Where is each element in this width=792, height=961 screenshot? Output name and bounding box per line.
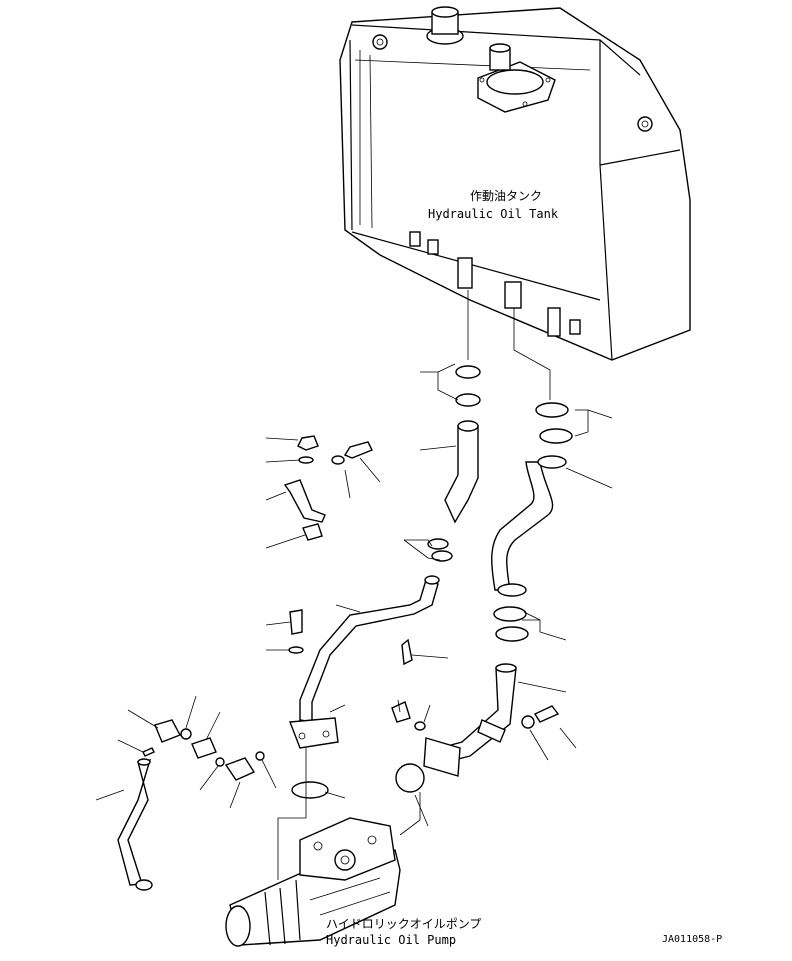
o-ring [414, 721, 426, 731]
suction-pipe [288, 575, 440, 749]
o-ring-pump-inlet [291, 781, 329, 799]
pump-label-jp: ハイドロリックオイルポンプ [326, 917, 481, 931]
pump-label-en: Hydraulic Oil Pump [326, 933, 456, 947]
hose-clamp [455, 393, 481, 407]
nut [297, 435, 319, 451]
washer [288, 646, 304, 654]
bolt [289, 609, 303, 635]
small-hose [444, 425, 479, 524]
filter-cover [477, 43, 556, 113]
u-clamp [401, 638, 413, 666]
hose-clamp [535, 402, 569, 418]
bracket [283, 479, 326, 523]
bolt [391, 701, 411, 723]
washer [521, 715, 535, 729]
elbow-fitting [224, 757, 256, 781]
pipe-flange [289, 717, 339, 749]
o-ring-pump-outlet [395, 763, 425, 793]
hydraulic-oil-pump: ハイドロリックオイルポンプ Hydraulic Oil Pump [225, 817, 481, 947]
filler-cap [426, 6, 464, 45]
o-ring [255, 751, 265, 761]
bracket-hardware [283, 435, 373, 541]
drain-hose [117, 759, 151, 886]
lower-return-pipe [391, 663, 560, 777]
tank-bottom-ports [409, 231, 581, 337]
callout-leaders [95, 363, 613, 827]
hose-clamp [495, 626, 529, 642]
pipe-flange [423, 737, 461, 777]
washer [331, 455, 345, 465]
o-ring [180, 728, 192, 740]
hose-clamp [539, 428, 573, 444]
clip [302, 523, 323, 541]
lifting-eye-left [372, 34, 388, 50]
small-hose-group [427, 365, 481, 562]
hose-joint [477, 719, 506, 743]
tank-label-jp: 作動油タンク [470, 189, 542, 203]
lifting-eye-right [637, 116, 653, 132]
hose-clamp [431, 550, 453, 562]
adapter [191, 737, 217, 759]
elbow-fitting [154, 719, 181, 743]
hose-clamp [455, 365, 481, 379]
bolt [533, 705, 560, 723]
hose-clamp [493, 606, 527, 622]
o-ring [215, 757, 225, 767]
return-hose-group [491, 402, 573, 642]
left-fittings [117, 719, 265, 891]
hydraulic-oil-tank: 作動油タンク Hydraulic Oil Tank [339, 6, 691, 361]
washer [298, 456, 314, 464]
tank-label-en: Hydraulic Oil Tank [428, 207, 559, 221]
drawing-code: JA011058-P [662, 934, 722, 945]
bolt [343, 441, 373, 459]
hose-clamp [427, 538, 449, 550]
return-hose [491, 461, 554, 591]
plug [142, 747, 155, 757]
